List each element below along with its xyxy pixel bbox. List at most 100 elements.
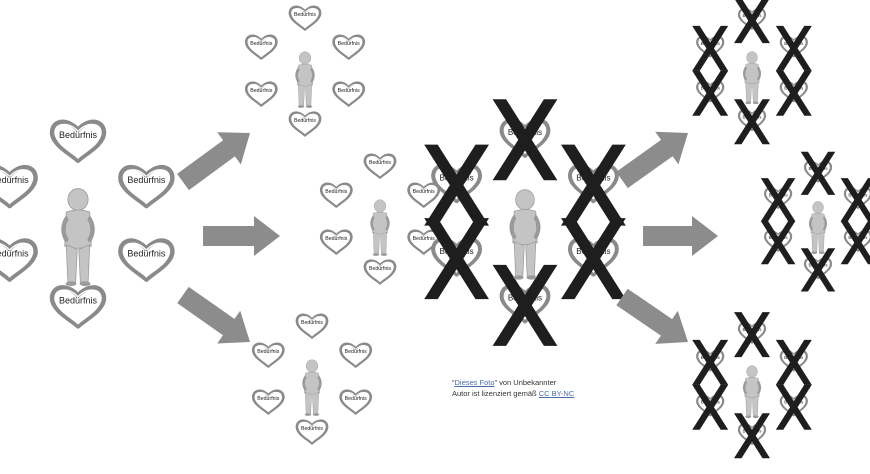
heart-need: Bedürfnis <box>334 83 364 106</box>
heart-label: Bedürfnis <box>250 41 272 47</box>
heart-icon <box>297 315 327 338</box>
heart-icon <box>290 113 320 136</box>
heart-label: Bedürfnis <box>257 349 279 355</box>
cross-icon <box>776 385 812 430</box>
cross-icon <box>776 26 812 71</box>
cross-icon <box>424 218 489 299</box>
photo-credit: “Dieses Foto” von Unbekannter Autor ist … <box>452 377 574 399</box>
arrow-icon <box>611 280 700 358</box>
heart-icon <box>297 421 327 444</box>
heart-need: Bedürfnis <box>321 231 351 254</box>
arrow-icon <box>610 117 699 197</box>
heart-icon <box>334 36 364 59</box>
heart-label: Bedürfnis <box>0 175 29 185</box>
heart-icon <box>120 167 172 206</box>
heart-need: Bedürfnis <box>341 344 371 367</box>
photo-link[interactable]: Dieses Foto <box>455 378 495 387</box>
cross-icon <box>801 152 836 195</box>
heart-label: Bedürfnis <box>59 295 98 305</box>
heart-need: Bedürfnis <box>409 184 439 207</box>
arrow-icon <box>172 279 262 359</box>
heart-icon <box>365 155 395 178</box>
heart-label: Bedürfnis <box>127 249 166 259</box>
heart-label: Bedürfnis <box>127 175 166 185</box>
heart-label: Bedürfnis <box>301 426 323 432</box>
heart-need: Bedürfnis <box>246 36 276 59</box>
heart-label: Bedürfnis <box>301 320 323 326</box>
heart-need: Bedürfnis <box>0 241 36 280</box>
cross-icon <box>734 99 770 144</box>
heart-need: Bedürfnis <box>297 421 327 444</box>
heart-label: Bedürfnis <box>345 396 367 402</box>
heart-icon <box>246 36 276 59</box>
cross-icon <box>493 99 558 180</box>
figure-icon <box>370 200 389 256</box>
heart-need: Bedürfnis <box>253 344 283 367</box>
heart-need: Bedürfnis <box>297 315 327 338</box>
cross-icon <box>561 145 626 226</box>
heart-label: Bedürfnis <box>413 236 435 242</box>
heart-need: Bedürfnis <box>246 83 276 106</box>
heart-need: Bedürfnis <box>365 155 395 178</box>
cross-icon <box>761 178 796 221</box>
heart-need: Bedürfnis <box>120 241 172 280</box>
heart-icon <box>52 287 104 326</box>
heart-label: Bedürfnis <box>294 118 316 124</box>
cross-icon <box>776 340 812 385</box>
heart-icon <box>253 391 283 414</box>
cross-icon <box>493 265 558 346</box>
cross-icon <box>734 312 770 357</box>
heart-label: Bedürfnis <box>369 160 391 166</box>
heart-need: Bedürfnis <box>253 391 283 414</box>
heart-icon <box>321 184 351 207</box>
heart-label: Bedürfnis <box>294 12 316 18</box>
heart-need: Bedürfnis <box>321 184 351 207</box>
heart-need: Bedürfnis <box>52 122 104 161</box>
heart-label: Bedürfnis <box>59 130 98 140</box>
heart-label: Bedürfnis <box>0 249 29 259</box>
heart-label: Bedürfnis <box>338 41 360 47</box>
heart-icon <box>246 83 276 106</box>
heart-label: Bedürfnis <box>250 88 272 94</box>
heart-label: Bedürfnis <box>345 349 367 355</box>
figure-icon <box>509 190 540 280</box>
heart-need: Bedürfnis <box>120 167 172 206</box>
heart-icon <box>321 231 351 254</box>
cross-icon <box>734 0 770 43</box>
cross-icon <box>561 218 626 299</box>
cross-icon <box>692 340 728 385</box>
heart-need: Bedürfnis <box>341 391 371 414</box>
heart-label: Bedürfnis <box>369 266 391 272</box>
heart-need: Bedürfnis <box>290 113 320 136</box>
heart-icon <box>365 261 395 284</box>
heart-icon <box>341 391 371 414</box>
cross-icon <box>692 71 728 116</box>
heart-icon <box>409 184 439 207</box>
arrow-icon <box>203 216 280 256</box>
figure-icon <box>302 360 321 416</box>
arrow-icon <box>643 216 718 256</box>
cross-icon <box>734 413 770 458</box>
heart-label: Bedürfnis <box>413 189 435 195</box>
heart-label: Bedürfnis <box>338 88 360 94</box>
cross-icon <box>801 248 836 291</box>
figure-icon <box>295 52 314 108</box>
heart-need: Bedürfnis <box>290 7 320 30</box>
heart-icon <box>341 344 371 367</box>
heart-icon <box>253 344 283 367</box>
license-link[interactable]: CC BY-NC <box>539 389 575 398</box>
heart-icon <box>290 7 320 30</box>
credit-license-prefix: Autor ist lizenziert gemäß <box>452 389 539 398</box>
heart-label: Bedürfnis <box>325 189 347 195</box>
heart-label: Bedürfnis <box>325 236 347 242</box>
heart-need: Bedürfnis <box>365 261 395 284</box>
heart-label: Bedürfnis <box>257 396 279 402</box>
heart-need: Bedürfnis <box>52 287 104 326</box>
cross-icon <box>776 71 812 116</box>
heart-icon <box>334 83 364 106</box>
figure-icon <box>61 189 95 286</box>
credit-author: ” von Unbekannter <box>495 378 557 387</box>
figure-icon <box>743 52 761 105</box>
